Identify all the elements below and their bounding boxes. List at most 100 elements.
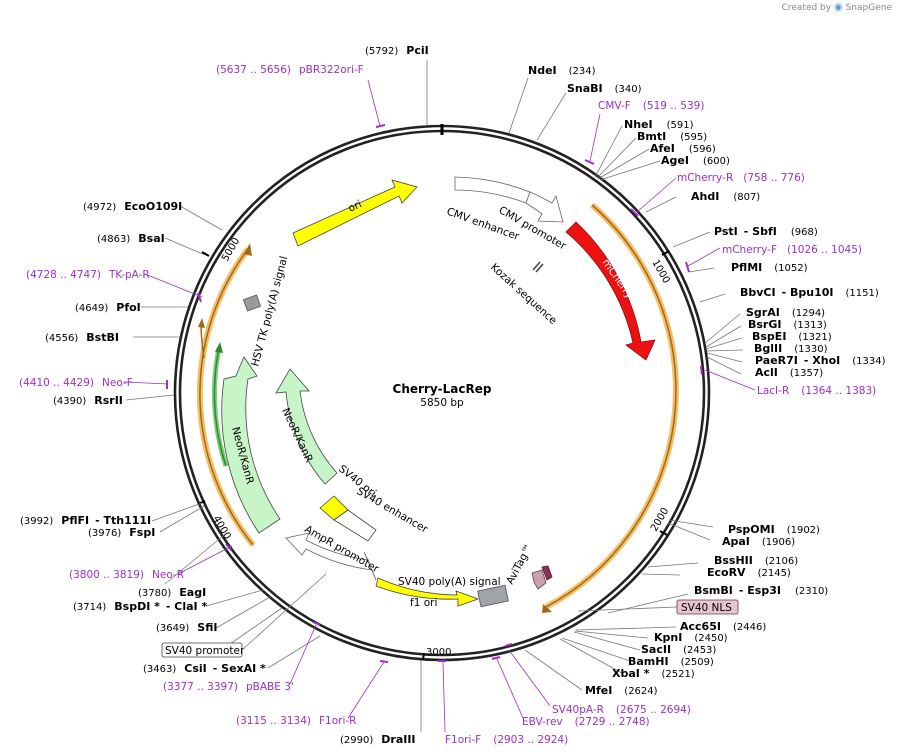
primer-f1ori-f[interactable]: F1ori-F(2903 .. 2924)	[445, 734, 568, 746]
site-kpni[interactable]: KpnI(2450)	[654, 631, 728, 644]
primer-tk-pa-r[interactable]: (4728 .. 4747)TK-pA-R	[26, 269, 150, 281]
orf-bar-neor-line	[199, 248, 254, 546]
primer-sv40pa-r[interactable]: SV40pA-R(2675 .. 2694)	[552, 704, 691, 716]
site-mfei[interactable]: MfeI(2624)	[585, 684, 658, 697]
site-csii[interactable]: (3463)CsiI- SexAI *	[143, 662, 266, 675]
primer-mcherry-r[interactable]: mCherry-R(758 .. 776)	[677, 172, 805, 184]
site-bglii[interactable]: BglII(1330)	[754, 342, 828, 355]
sv40-polya-feature[interactable]	[477, 584, 509, 608]
site-sgrai[interactable]: SgrAI(1294)	[746, 306, 825, 319]
sv40-nls-tag[interactable]: SV40 NLS	[676, 599, 739, 615]
ruler-tick-3000	[422, 652, 425, 661]
ruler-label-2000: 2000	[649, 506, 671, 534]
site-draiii[interactable]: (2990)DraIII	[340, 733, 416, 746]
site-sfii[interactable]: (3649)SfiI	[156, 621, 217, 634]
site-bamhi[interactable]: BamHI(2509)	[628, 655, 714, 668]
site-bstbi[interactable]: (4556)BstBI	[45, 331, 119, 344]
plasmid-size: 5850 bp	[420, 397, 464, 409]
site-bmti[interactable]: BmtI(595)	[637, 130, 707, 143]
site-acc65i[interactable]: Acc65I(2446)	[680, 620, 766, 633]
sv40-enhancer-feature[interactable]	[333, 509, 377, 542]
site-bbvci[interactable]: BbvCI- Bpu10I(1151)	[740, 286, 879, 299]
sv40-promoter-leader	[241, 573, 327, 651]
site-bsshii[interactable]: BssHII(2106)	[714, 554, 798, 567]
site-leaders	[125, 60, 744, 732]
site-pflfi[interactable]: (3992)PflFI- Tth111I	[20, 514, 151, 527]
site-rsrii[interactable]: (4390)RsrII	[53, 394, 123, 407]
cmv-promoter-feature[interactable]	[525, 191, 564, 223]
snapgene-logo-icon: ◉	[833, 2, 843, 13]
avitag-feature-2	[541, 565, 553, 581]
site-eagi[interactable]: (3780)EagI	[138, 586, 206, 599]
sv40-nls-label: SV40 NLS	[681, 602, 732, 614]
primer-leaders	[123, 79, 756, 733]
primer-cmv-f[interactable]: CMV-F(519 .. 539)	[598, 100, 704, 112]
ruler-tick-1000	[661, 250, 670, 256]
site-ecoo109i[interactable]: (4972)EcoO109I	[83, 200, 182, 213]
ruler-tick-5000	[201, 251, 210, 257]
mcherry-feature[interactable]	[565, 221, 656, 361]
hsv-tk-feature[interactable]	[242, 294, 262, 312]
primer-ebv-rev[interactable]: EBV-rev(2729 .. 2748)	[522, 716, 650, 728]
ampr-promoter-feature[interactable]	[285, 532, 377, 581]
neor-outer-feature[interactable]	[221, 356, 281, 534]
site-nhei[interactable]: NheI(591)	[624, 118, 694, 131]
primer-f1ori-r[interactable]: (3115 .. 3134)F1ori-R	[236, 715, 356, 727]
f1-ori-feature[interactable]	[375, 577, 480, 607]
site-pflmi[interactable]: PflMI(1052)	[731, 261, 808, 274]
site-snabi[interactable]: SnaBI(340)	[567, 82, 642, 95]
primer-pbr322ori-f[interactable]: (5637 .. 5656)pBR322ori-F	[216, 64, 364, 76]
neor-green-bar-line	[213, 347, 227, 467]
ori-feature[interactable]	[292, 179, 418, 247]
ruler-tick-4000	[197, 500, 206, 505]
site-apai[interactable]: ApaI(1906)	[722, 535, 795, 548]
site-bsrgi[interactable]: BsrGI(1313)	[748, 318, 827, 331]
plasmid-name: Cherry-LacRep	[393, 382, 492, 396]
site-bspdi[interactable]: (3714)BspDI *- ClaI *	[73, 600, 207, 613]
site-labels: (5792)PciI NdeI(234) SnaBI(340) NheI(591…	[20, 44, 886, 746]
site-ndei[interactable]: NdeI(234)	[528, 64, 596, 77]
site-pcii[interactable]: (5792)PciI	[365, 44, 429, 57]
sv40-promoter-label: SV40 promoter	[165, 645, 245, 657]
site-ecorv[interactable]: EcoRV(2145)	[707, 566, 791, 579]
primer-labels: (5637 .. 5656)pBR322ori-F CMV-F(519 .. 5…	[19, 64, 876, 746]
primer-mcherry-f[interactable]: mCherry-F(1026 .. 1045)	[722, 244, 862, 256]
site-paer7i[interactable]: PaeR7I- XhoI(1334)	[755, 354, 886, 367]
ruler-tick-2000	[659, 530, 668, 536]
hsv-tk-label: HSV TK poly(A) signal	[249, 255, 290, 368]
site-agei[interactable]: AgeI(600)	[661, 154, 730, 167]
neor-inner-feature[interactable]	[275, 368, 338, 485]
site-pfoi[interactable]: (4649)PfoI	[75, 301, 141, 314]
site-bsai[interactable]: (4863)BsaI	[97, 232, 165, 245]
site-bspei[interactable]: BspEI(1321)	[752, 330, 832, 343]
sv40-promoter-tag[interactable]: SV40 promoter	[161, 642, 245, 658]
site-bsmbi[interactable]: BsmBI- Esp3I(2310)	[694, 584, 828, 597]
primer-neo-f[interactable]: (4410 .. 4429)Neo-F	[19, 377, 133, 389]
cmv-enhancer-feature[interactable]	[454, 176, 531, 204]
orf-bar-small-arrowhead	[198, 318, 205, 328]
avitag-label: AviTag™	[504, 542, 535, 586]
sv40-polya-label: SV40 poly(A) signal	[398, 576, 501, 588]
site-sacii[interactable]: SacII(2453)	[641, 643, 716, 656]
site-ahdi[interactable]: AhdI(807)	[691, 190, 760, 203]
site-afei[interactable]: AfeI(596)	[650, 142, 716, 155]
ruler-label-3000: 3000	[426, 647, 451, 658]
orf-bar-laci-line	[545, 204, 677, 608]
ori-label: ori	[346, 198, 363, 215]
kozak-label: Kozak sequence	[488, 261, 559, 327]
site-xbai[interactable]: XbaI *(2521)	[612, 667, 695, 680]
site-acli[interactable]: AclI(1357)	[755, 366, 823, 379]
primer-neo-r[interactable]: (3800 .. 3819)Neo-R	[69, 569, 184, 581]
avitag-feature[interactable]	[531, 569, 547, 590]
primer-laci-r[interactable]: LacI-R(1364 .. 1383)	[757, 385, 876, 397]
kozak-mark	[532, 261, 541, 271]
site-psti[interactable]: PstI- SbfI(968)	[714, 225, 818, 238]
site-fspi[interactable]: (3976)FspI	[88, 526, 155, 539]
site-pspomi[interactable]: PspOMI(1902)	[728, 523, 820, 536]
primer-pbabe3[interactable]: (3377 .. 3397)pBABE 3'	[163, 681, 294, 693]
branding: Created by ◉ SnapGene	[782, 2, 892, 13]
app-name: SnapGene	[845, 3, 892, 13]
sv40-nls-leader	[577, 606, 678, 612]
neor-green-bar-arrowhead	[215, 342, 223, 353]
